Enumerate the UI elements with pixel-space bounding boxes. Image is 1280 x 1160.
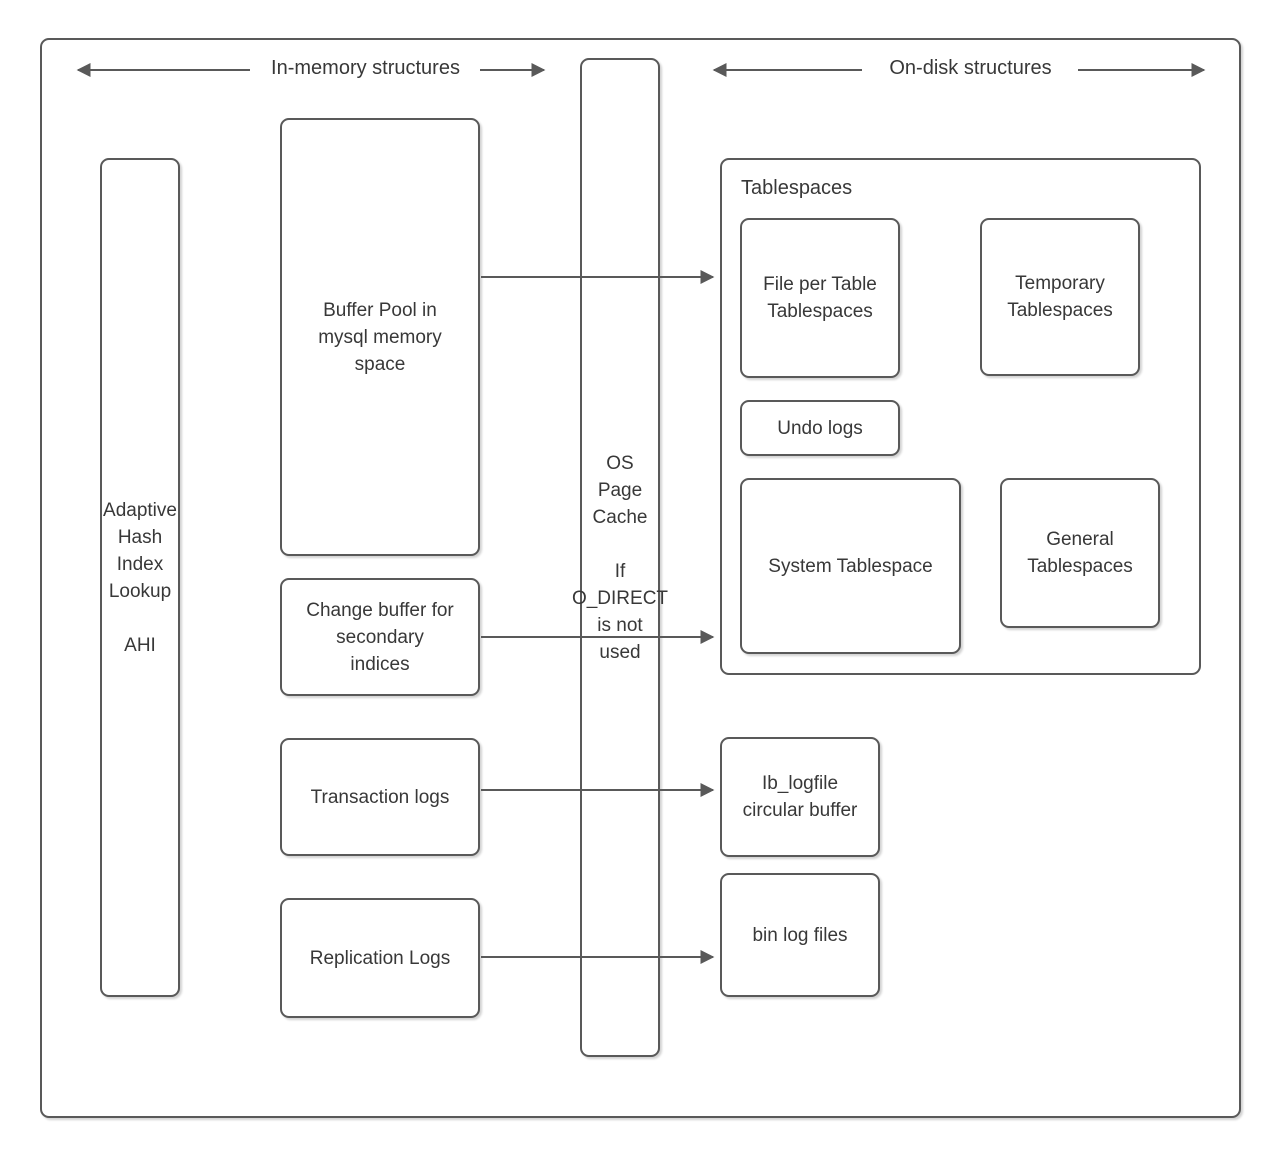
system-tablespace-label: System Tablespace [768, 555, 933, 577]
adaptive-hash-index-box: Adaptive Hash Index Lookup AHI [100, 158, 180, 997]
buffer-pool-box: Buffer Pool in mysql memory space [280, 118, 480, 556]
buffer-pool-label: Buffer Pool in mysql memory space [318, 299, 442, 375]
bin-log-files-label: bin log files [752, 924, 848, 946]
bin-log-files-box: bin log files [720, 873, 880, 997]
tablespaces-title: Tablespaces [741, 177, 853, 199]
ib-logfile-box: Ib_logfile circular buffer [720, 737, 880, 857]
in-memory-structures-label: In-memory structures [271, 57, 460, 79]
undo-logs-label: Undo logs [777, 417, 863, 439]
temporary-tablespaces-label: Temporary Tablespaces [1007, 273, 1113, 321]
on-disk-structures-label: On-disk structures [889, 57, 1052, 79]
transaction-logs-box: Transaction logs [280, 738, 480, 856]
replication-logs-box: Replication Logs [280, 898, 480, 1018]
undo-logs-box: Undo logs [740, 400, 900, 456]
ib-logfile-label: Ib_logfile circular buffer [742, 773, 858, 821]
os-page-cache-label: OS Page Cache If O_DIRECT is not used [571, 452, 669, 663]
change-buffer-label: Change buffer for secondary indices [306, 599, 454, 675]
file-per-table-tablespaces-label: File per Table Tablespaces [763, 274, 877, 322]
transaction-logs-label: Transaction logs [310, 786, 450, 808]
file-per-table-tablespaces-box: File per Table Tablespaces [740, 218, 900, 378]
system-tablespace-box: System Tablespace [740, 478, 961, 654]
change-buffer-box: Change buffer for secondary indices [280, 578, 480, 696]
adaptive-hash-index-label: Adaptive Hash Index Lookup AHI [103, 499, 177, 656]
replication-logs-label: Replication Logs [309, 947, 451, 969]
general-tablespaces-label: General Tablespaces [1027, 529, 1133, 577]
general-tablespaces-box: General Tablespaces [1000, 478, 1160, 628]
temporary-tablespaces-box: Temporary Tablespaces [980, 218, 1140, 376]
os-page-cache-box: OS Page Cache If O_DIRECT is not used [572, 58, 668, 1057]
